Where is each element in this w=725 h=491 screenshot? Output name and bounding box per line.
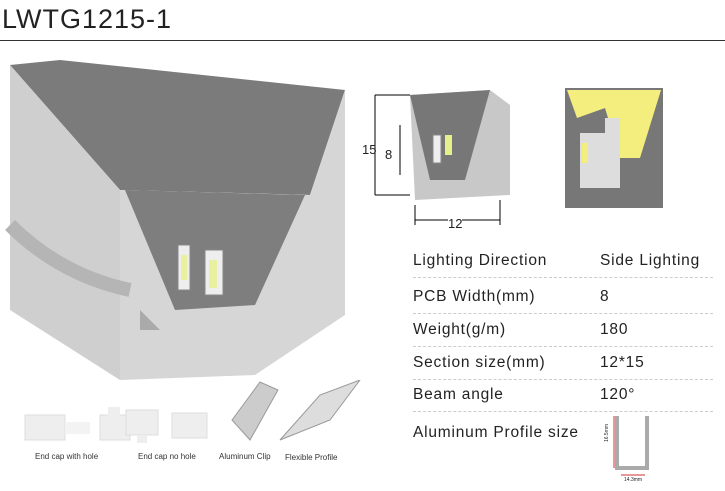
dimension-diagram [374, 90, 510, 225]
profile-width-label: 14.3mm [624, 477, 643, 483]
spec-label: Weight(g/m) [413, 321, 506, 338]
spec-row: Lighting Direction Side Lighting [413, 244, 713, 278]
spec-value: 120° [600, 386, 636, 403]
spec-row: Beam angle 120° [413, 378, 713, 412]
spec-value: 180 [600, 321, 629, 338]
product-title: LWTG1215-1 [2, 4, 173, 34]
accessory-label: End cap no hole [138, 452, 196, 461]
width-dimension: 12 [448, 216, 463, 231]
accessory-label: Flexible Profile [285, 453, 338, 462]
accessory-label: End cap with hole [35, 452, 99, 461]
spec-label: Beam angle [413, 386, 504, 403]
title-divider [0, 40, 725, 41]
spec-value: Side Lighting [600, 252, 701, 269]
spec-row: Weight(g/m) 180 [413, 313, 713, 347]
spec-label: Aluminum Profile size [413, 424, 579, 441]
spec-label: PCB Width(mm) [413, 288, 536, 305]
accessory-label: Aluminum Clip [219, 452, 271, 461]
aluminum-profile-diagram [613, 416, 649, 476]
spec-row: Section size(mm) 12*15 [413, 346, 713, 380]
light-output-diagram [565, 88, 663, 208]
accessory-images [24, 380, 361, 443]
spec-row: PCB Width(mm) 8 [413, 280, 713, 314]
profile-3d-illustration [5, 60, 345, 380]
spec-label: Section size(mm) [413, 354, 546, 371]
profile-height-label: 16.5mm [604, 423, 611, 443]
spec-row: Aluminum Profile size [413, 416, 713, 449]
height-dimension: 15 [362, 142, 377, 157]
spec-label: Lighting Direction [413, 252, 548, 269]
led-height-dimension: 8 [385, 147, 393, 162]
spec-value: 8 [600, 288, 610, 305]
spec-value: 12*15 [600, 354, 645, 371]
